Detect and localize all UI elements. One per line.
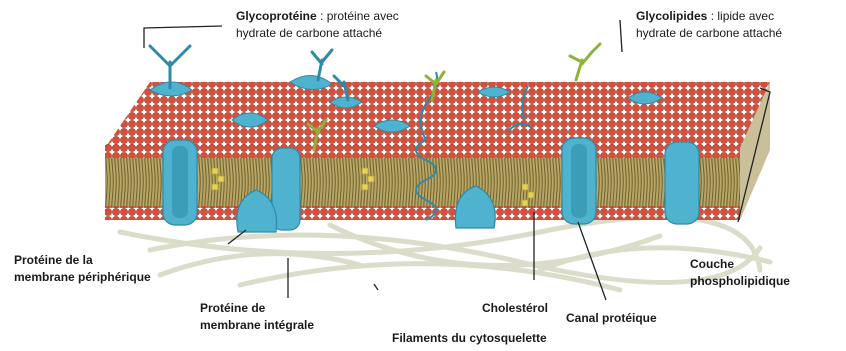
label-peripheral-protein: Protéine de la membrane périphérique bbox=[14, 252, 151, 286]
glycoprotein-name: Glycoprotéine bbox=[236, 9, 317, 23]
peripheral-protein-line-2: membrane périphérique bbox=[14, 269, 151, 286]
phospholipid-layer-line-1: Couche bbox=[690, 256, 790, 273]
outer-leaflet-surface bbox=[105, 82, 770, 148]
phospholipid-layer-line-2: phospholipidique bbox=[690, 273, 790, 290]
outer-head-row bbox=[105, 144, 740, 158]
glycolipid-name: Glycolipides bbox=[636, 9, 707, 23]
integral-protein-line-2: membrane intégrale bbox=[200, 317, 314, 334]
glycoprotein-desc-1: protéine avec bbox=[327, 9, 399, 23]
label-cholesterol: Cholestérol bbox=[482, 300, 548, 317]
glycoprotein-desc-2: hydrate de carbone attaché bbox=[236, 25, 399, 42]
glycolipid-desc-1: lipide avec bbox=[717, 9, 774, 23]
integral-protein-line-1: Protéine de bbox=[200, 300, 314, 317]
label-integral-protein: Protéine de membrane intégrale bbox=[200, 300, 314, 334]
inner-head-row bbox=[105, 206, 740, 220]
glycoprotein-separator: : bbox=[317, 9, 327, 23]
label-phospholipid-layer: Couche phospholipidique bbox=[690, 256, 790, 290]
glycolipid-separator: : bbox=[707, 9, 717, 23]
label-protein-channel: Canal protéique bbox=[566, 310, 657, 327]
glycolipid-desc-2: hydrate de carbone attaché bbox=[636, 25, 782, 42]
label-cytoskeleton: Filaments du cytosquelette bbox=[392, 330, 547, 347]
peripheral-protein-line-1: Protéine de la bbox=[14, 252, 151, 269]
label-glycoprotein: Glycoprotéine : protéine avec hydrate de… bbox=[236, 8, 399, 42]
cytoskeleton-filaments bbox=[120, 217, 770, 290]
label-glycolipid: Glycolipides : lipide avec hydrate de ca… bbox=[636, 8, 782, 42]
